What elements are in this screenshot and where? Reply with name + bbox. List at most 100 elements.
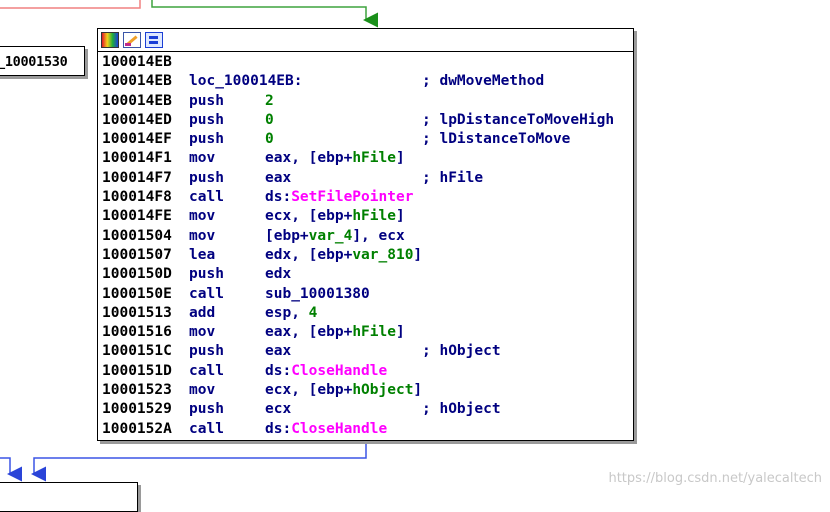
operand-text: ecx, [ebp+ bbox=[265, 382, 353, 399]
node-label: _10001530 bbox=[0, 54, 68, 70]
import-name[interactable]: SetFilePointer bbox=[291, 189, 414, 206]
edit-pencil-icon[interactable] bbox=[123, 32, 141, 48]
address: 100014EB bbox=[102, 92, 172, 109]
mnemonic: mov bbox=[189, 382, 216, 399]
operands: edx, [ebp+var_810] bbox=[265, 246, 422, 265]
mnemonic: call bbox=[189, 189, 224, 206]
address: 100014EF bbox=[102, 131, 172, 148]
operand-text: ] bbox=[395, 324, 405, 341]
code-line[interactable]: 100014EB bbox=[102, 53, 633, 72]
operand-text: ] bbox=[395, 150, 405, 167]
code-label[interactable]: loc_100014EB: bbox=[189, 73, 303, 90]
operands: ecx, [ebp+hFile] bbox=[265, 207, 405, 226]
operands: eax bbox=[265, 342, 291, 361]
import-name[interactable]: CloseHandle bbox=[291, 362, 388, 379]
address: 1000150E bbox=[102, 285, 172, 302]
operands: ecx, [ebp+hObject] bbox=[265, 381, 422, 400]
node-title-bar bbox=[98, 29, 633, 52]
operands: ds:SetFilePointer bbox=[265, 188, 413, 207]
operands: ecx bbox=[265, 400, 291, 419]
operands: sub_10001380 bbox=[265, 285, 370, 304]
operand-text: ] bbox=[413, 382, 423, 399]
address: 100014EB bbox=[102, 54, 172, 70]
variable-name[interactable]: hObject bbox=[352, 382, 414, 399]
mnemonic: push bbox=[189, 92, 224, 109]
address: 10001516 bbox=[102, 324, 172, 341]
graph-view-icon[interactable] bbox=[145, 32, 163, 48]
operands: ds:CloseHandle bbox=[265, 420, 387, 439]
variable-name[interactable]: hFile bbox=[352, 324, 396, 341]
code-line[interactable]: 10001507 lea edx, [ebp+var_810] bbox=[102, 246, 633, 265]
operand-text: sub_10001380 bbox=[265, 285, 370, 302]
mnemonic: call bbox=[189, 285, 224, 302]
operand-text: ecx bbox=[265, 401, 292, 418]
graph-node-bottom[interactable] bbox=[0, 482, 138, 512]
variable-name[interactable]: var_810 bbox=[352, 246, 414, 263]
mnemonic: mov bbox=[189, 208, 216, 225]
operand-text: ds: bbox=[265, 420, 292, 437]
address: 1000150D bbox=[102, 266, 172, 283]
operands: [ebp+var_4], ecx bbox=[265, 227, 405, 246]
immediate-value: 0 bbox=[265, 111, 274, 128]
address: 100014ED bbox=[102, 111, 172, 128]
code-line[interactable]: 10001504 mov [ebp+var_4], ecx bbox=[102, 227, 633, 246]
address: 10001504 bbox=[102, 227, 172, 244]
comment: ; lpDistanceToMoveHigh bbox=[422, 111, 615, 128]
color-palette-icon[interactable] bbox=[101, 32, 119, 48]
operand-text: eax, [ebp+ bbox=[265, 150, 353, 167]
import-name[interactable]: CloseHandle bbox=[291, 420, 388, 437]
variable-name[interactable]: hFile bbox=[352, 208, 396, 225]
mnemonic: lea bbox=[189, 246, 216, 263]
code-line[interactable]: 1000150E call sub_10001380 bbox=[102, 285, 633, 304]
variable-name[interactable]: hFile bbox=[352, 150, 396, 167]
operands: esp, 4 bbox=[265, 304, 317, 323]
comment: ; hObject bbox=[422, 401, 501, 418]
comment: ; lDistanceToMove bbox=[422, 131, 571, 148]
variable-name[interactable]: var_4 bbox=[308, 227, 353, 244]
mnemonic: push bbox=[189, 401, 224, 418]
operands: edx bbox=[265, 265, 291, 284]
address: 10001507 bbox=[102, 246, 172, 263]
graph-node-left[interactable]: _10001530 bbox=[0, 46, 85, 76]
graph-edges bbox=[0, 0, 378, 482]
immediate-value: 2 bbox=[265, 92, 274, 109]
operand-text: ecx, [ebp+ bbox=[265, 208, 353, 225]
address: 100014EB bbox=[102, 73, 172, 90]
edge-red bbox=[0, 0, 141, 9]
operands: ds:CloseHandle bbox=[265, 362, 387, 381]
operand-text: esp, bbox=[265, 304, 309, 321]
comment: ; hObject bbox=[422, 343, 501, 360]
operand-text: edx, [ebp+ bbox=[265, 246, 353, 263]
immediate-value: 4 bbox=[308, 304, 318, 321]
address: 100014F1 bbox=[102, 150, 172, 167]
operand-text: ds: bbox=[265, 189, 292, 206]
operands: eax, [ebp+hFile] bbox=[265, 323, 405, 342]
operand-text: ], ecx bbox=[352, 227, 405, 244]
mnemonic: mov bbox=[189, 227, 216, 244]
operand-text: edx bbox=[265, 266, 292, 283]
mnemonic: add bbox=[189, 304, 216, 321]
operand-text: ds: bbox=[265, 362, 292, 379]
operands: 2 bbox=[265, 92, 274, 111]
address: 1000152A bbox=[102, 420, 172, 437]
comment: ; hFile bbox=[422, 169, 484, 186]
operand-text: ] bbox=[395, 208, 405, 225]
code-line[interactable]: 100014EB push 2 bbox=[102, 92, 633, 111]
operand-text: eax bbox=[265, 343, 292, 360]
